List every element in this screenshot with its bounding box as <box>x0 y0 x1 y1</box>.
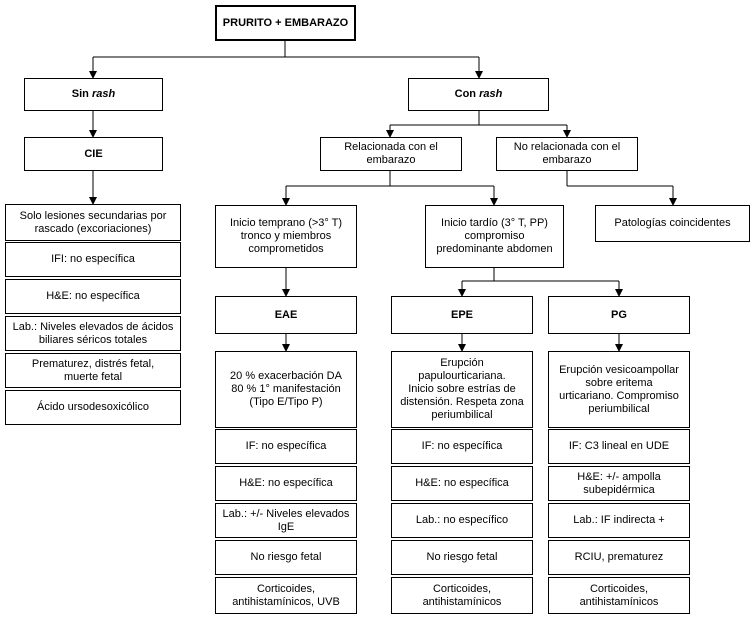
no-relacionada-node: No relacionada con el embarazo <box>496 137 638 171</box>
epe-item-description: Erupción papulourticariana. Inicio sobre… <box>391 351 533 428</box>
eae-node: EAE <box>215 296 357 334</box>
eae-item-lab: Lab.: +/- Niveles elevados IgE <box>215 503 357 538</box>
coincidentes-node: Patologías coincidentes <box>595 205 750 242</box>
epe-item-fetal-risk: No riesgo fetal <box>391 540 533 575</box>
sin-rash-prefix: Sin <box>71 88 92 100</box>
pg-node: PG <box>548 296 690 334</box>
pg-item-if: IF: C3 lineal en UDE <box>548 429 690 464</box>
cie-item-lab: Lab.: Niveles elevados de ácidos biliare… <box>5 316 181 351</box>
cie-item-fetal-risk: Prematurez, distrés fetal, muerte fetal <box>5 353 181 388</box>
root-node: PRURITO + EMBARAZO <box>215 5 356 41</box>
eae-item-if: IF: no específica <box>215 429 357 464</box>
cie-item-treatment: Ácido ursodesoxicólico <box>5 390 181 425</box>
con-rash-node: Con rash <box>408 78 549 111</box>
epe-item-he: H&E: no específica <box>391 466 533 501</box>
eae-item-description: 20 % exacerbación DA 80 % 1° manifestaci… <box>215 351 357 428</box>
eae-item-fetal-risk: No riesgo fetal <box>215 540 357 575</box>
cie-item-if: IFI: no específica <box>5 242 181 277</box>
epe-item-lab: Lab.: no específico <box>391 503 533 538</box>
epe-item-if: IF: no específica <box>391 429 533 464</box>
eae-item-treatment: Corticoides, antihistamínicos, UVB <box>215 577 357 614</box>
pg-item-lab: Lab.: IF indirecta + <box>548 503 690 538</box>
pg-item-treatment: Corticoides, antihistamínicos <box>548 577 690 614</box>
sin-rash-node: Sin rash <box>24 78 163 111</box>
epe-node: EPE <box>391 296 533 334</box>
con-rash-em: rash <box>479 88 503 100</box>
pg-item-description: Erupción vesicoampollar sobre eritema ur… <box>548 351 690 428</box>
pg-item-he: H&E: +/- ampolla subepidérmica <box>548 466 690 501</box>
inicio-tardio-node: Inicio tardío (3° T, PP) compromiso pred… <box>425 205 564 268</box>
cie-item-he: H&E: no específica <box>5 279 181 314</box>
relacionada-node: Relacionada con el embarazo <box>320 137 462 171</box>
inicio-temprano-node: Inicio temprano (>3° T) tronco y miembro… <box>215 205 357 268</box>
cie-item-description: Solo lesiones secundarias por rascado (e… <box>5 204 181 241</box>
con-rash-prefix: Con <box>454 88 480 100</box>
sin-rash-em: rash <box>91 88 116 100</box>
eae-item-he: H&E: no específica <box>215 466 357 501</box>
epe-item-treatment: Corticoides, antihistamínicos <box>391 577 533 614</box>
cie-node: CIE <box>24 137 163 171</box>
pg-item-fetal-risk: RCIU, prematurez <box>548 540 690 575</box>
